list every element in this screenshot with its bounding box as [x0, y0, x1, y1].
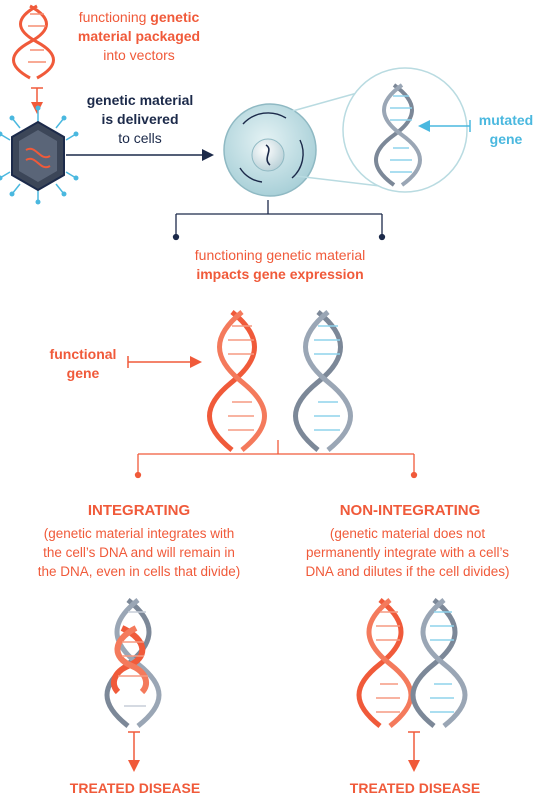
- non-integrating-desc-line3: DNA and dilutes if the cell divides): [305, 564, 510, 579]
- functional-label-line2: gene: [66, 365, 100, 381]
- functional-label-line1: functional: [49, 346, 117, 362]
- step2-text-bold-2: is delivered: [101, 111, 179, 127]
- mutated-gene-dna-icon: [374, 83, 422, 187]
- integrating-description: (genetic material integrates with the ce…: [4, 524, 274, 581]
- integrating-desc-line1: (genetic material integrates with: [43, 526, 235, 541]
- mutated-label-line2: gene: [489, 131, 523, 147]
- integrating-desc-line2: the cell’s DNA and will remain in: [43, 545, 235, 560]
- step1-text-bold-2: material packaged: [77, 28, 201, 44]
- functional-gene-dna-icon: [207, 310, 267, 452]
- packaged-dna-icon: [12, 4, 55, 80]
- step3-text-bold: impacts gene expression: [196, 266, 364, 282]
- non-integrating-desc-line1: (genetic material does not: [329, 526, 486, 541]
- cell-bracket: [172, 200, 386, 241]
- episomal-functional-dna-icon: [356, 598, 414, 728]
- integrating-outcome: TREATED DISEASE: [69, 780, 201, 796]
- step2-label: genetic material is delivered to cells: [80, 91, 200, 148]
- split-bracket: [134, 440, 418, 479]
- zoom-circle: [342, 67, 468, 193]
- step3-text-normal: functioning genetic material: [194, 247, 366, 263]
- step1-text-bold: genetic: [150, 9, 200, 25]
- viral-vector-icon: [0, 105, 79, 205]
- non-integrating-outcome: TREATED DISEASE: [349, 780, 481, 796]
- functional-gene-label: functional gene: [40, 345, 126, 383]
- non-integrating-heading: NON-INTEGRATING: [339, 502, 481, 519]
- step1-text-normal-2: into vectors: [103, 47, 175, 63]
- integrating-heading: INTEGRATING: [87, 502, 191, 519]
- non-integrating-description: (genetic material does not permanently i…: [275, 524, 540, 581]
- outcome-arrow-non-integrating: [408, 731, 420, 772]
- step2-text-normal: to cells: [118, 130, 162, 146]
- step1-text-normal: functioning: [78, 9, 151, 25]
- outcome-arrow-integrating: [128, 731, 140, 772]
- step2-text-bold-1: genetic material: [86, 92, 194, 108]
- cell-icon: [223, 103, 317, 197]
- integrated-dna-icon: [104, 598, 162, 728]
- non-integrating-desc-line2: permanently integrate with a cell’s: [305, 545, 510, 560]
- mutated-label-line1: mutated: [478, 112, 534, 128]
- mutated-gene-label: mutated gene: [474, 111, 538, 149]
- mutated-gene-dna-middle-icon: [293, 310, 353, 452]
- episomal-mutated-dna-icon: [410, 598, 468, 728]
- integrating-desc-line3: the DNA, even in cells that divide): [37, 564, 241, 579]
- step3-label: functioning genetic material impacts gen…: [150, 246, 410, 284]
- step1-label: functioning genetic material packaged in…: [64, 8, 214, 65]
